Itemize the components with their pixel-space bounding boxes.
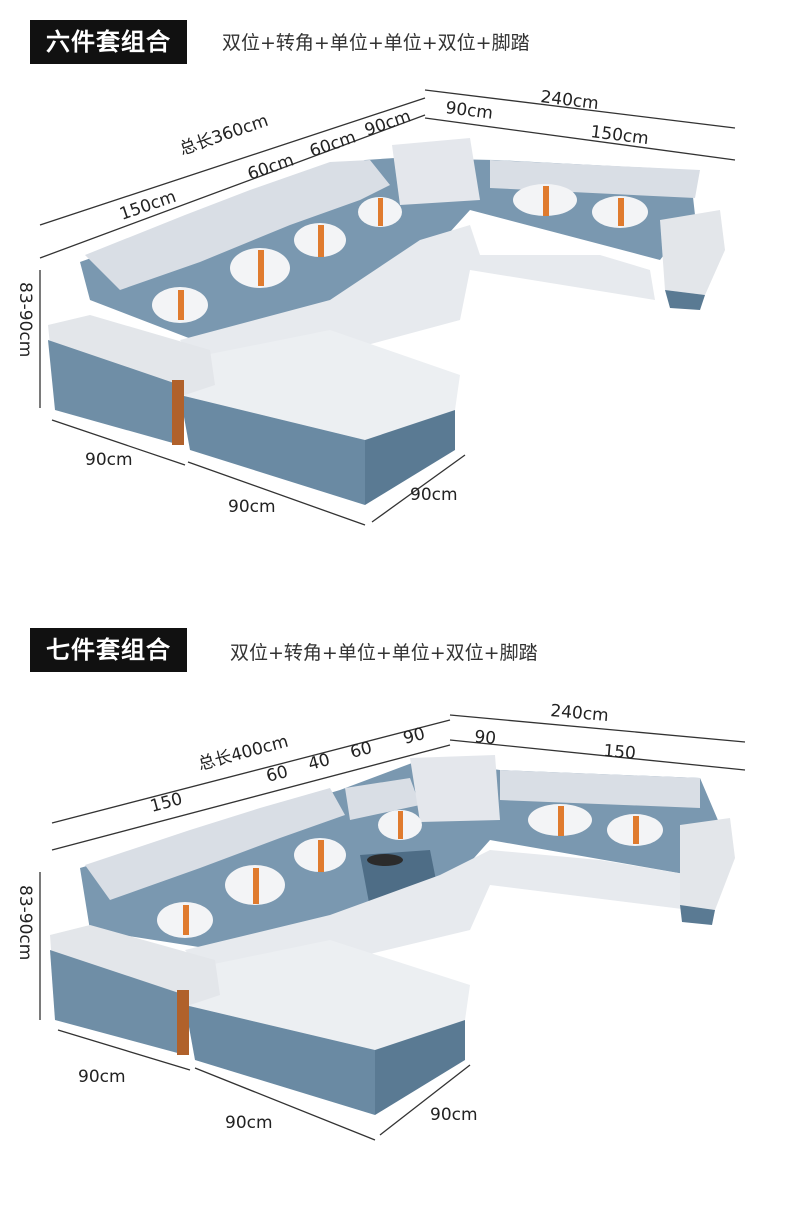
seven-piece-section: 七件套组合 双位+转角+单位+单位+双位+脚踏 (0, 610, 790, 1210)
sofa-dimension-diagram: 总长400cm 150 60 40 60 90 240cm 90 150 83-… (15, 701, 746, 1141)
pillow-set (157, 804, 663, 938)
section-title: 七件套组合 (30, 628, 187, 672)
length-90-label: 90 (401, 724, 427, 749)
composition-text: 双位+转角+单位+单位+双位+脚踏 (222, 32, 530, 54)
section-title: 六件套组合 (30, 20, 187, 64)
dimension-lines (39, 714, 746, 1141)
length-60b-label: 60cm (307, 127, 358, 161)
sofa-image (50, 755, 735, 1115)
right-150-label: 150cm (589, 122, 649, 149)
pillow-set (152, 184, 648, 323)
depth-90b-label: 90cm (228, 497, 276, 517)
composition-text: 双位+转角+单位+单位+双位+脚踏 (230, 642, 538, 664)
depth-90b-label: 90cm (225, 1113, 273, 1133)
length-150-label: 150cm (117, 187, 179, 225)
depth-90c-label: 90cm (430, 1105, 478, 1125)
six-piece-section: 六件套组合 双位+转角+单位+单位+双位+脚踏 (0, 0, 790, 600)
depth-90a-label: 90cm (78, 1067, 126, 1087)
right-90-label: 90cm (444, 98, 494, 124)
height-label: 83-90cm (15, 282, 35, 357)
right-total-label: 240cm (539, 87, 599, 114)
depth-90c-label: 90cm (410, 485, 458, 505)
right-150-label: 150 (603, 741, 637, 764)
right-total-label: 240cm (550, 701, 610, 726)
total-length-label: 总长360cm (177, 111, 271, 160)
dimension-lines (39, 89, 736, 526)
length-60-label: 60 (264, 762, 290, 787)
depth-90a-label: 90cm (85, 450, 133, 470)
right-90-label: 90 (474, 727, 497, 749)
sofa-image (48, 138, 725, 505)
length-150-label: 150 (148, 789, 185, 817)
height-label: 83-90cm (15, 885, 35, 960)
sofa-dimension-diagram: 总长360cm 150cm 60cm 60cm 90cm 240cm 90cm … (15, 87, 736, 526)
length-90-label: 90cm (362, 106, 413, 140)
length-60b-label: 60 (348, 738, 374, 763)
length-40-label: 40 (306, 750, 332, 775)
